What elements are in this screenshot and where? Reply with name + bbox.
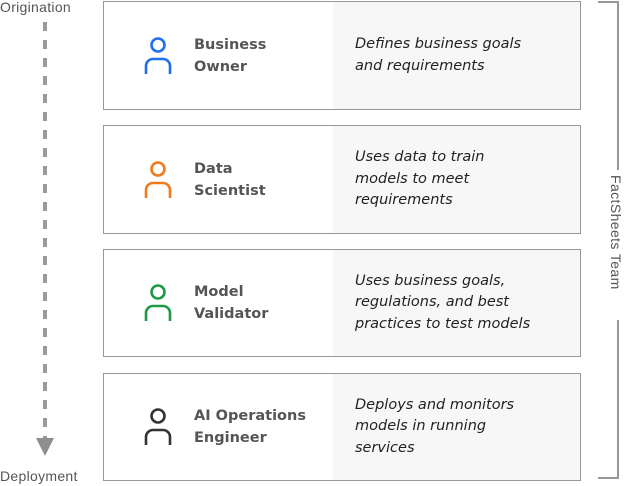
role-description: Deploys and monitors models in running s… — [333, 374, 580, 480]
role-description: Uses business goals, regulations, and be… — [333, 250, 580, 356]
role-name: Business Owner — [194, 36, 267, 75]
role-name: Data Scientist — [194, 160, 266, 199]
role-identity: Model Validator — [104, 250, 333, 356]
person-icon — [144, 284, 172, 321]
role-description: Defines business goals and requirements — [333, 2, 580, 109]
role-identity: AI Operations Engineer — [104, 374, 333, 480]
role-identity: Business Owner — [104, 2, 333, 109]
role-card-business-owner: Business Owner Defines business goals an… — [103, 1, 581, 110]
team-bracket-label-mask — [607, 170, 628, 320]
team-bracket-label: FactSheets Team — [608, 175, 624, 290]
flow-dashed-line — [43, 22, 47, 440]
role-name: Model Validator — [194, 284, 269, 322]
role-card-model-validator: Model Validator Uses business goals, reg… — [103, 249, 581, 357]
stage-label-deployment: Deployment — [0, 468, 78, 484]
stage-label-origination: Origination — [0, 0, 72, 15]
role-identity: Data Scientist — [104, 126, 333, 233]
role-card-ai-operations-engineer: AI Operations Engineer Deploys and monit… — [103, 373, 581, 481]
flow-arrow-down-icon — [36, 438, 54, 456]
role-description: Uses data to train models to meet requir… — [333, 126, 580, 233]
role-name: AI Operations Engineer — [194, 408, 306, 446]
role-card-data-scientist: Data Scientist Uses data to train models… — [103, 125, 581, 234]
person-icon — [144, 160, 172, 198]
person-icon — [144, 36, 172, 74]
person-icon — [144, 408, 172, 445]
